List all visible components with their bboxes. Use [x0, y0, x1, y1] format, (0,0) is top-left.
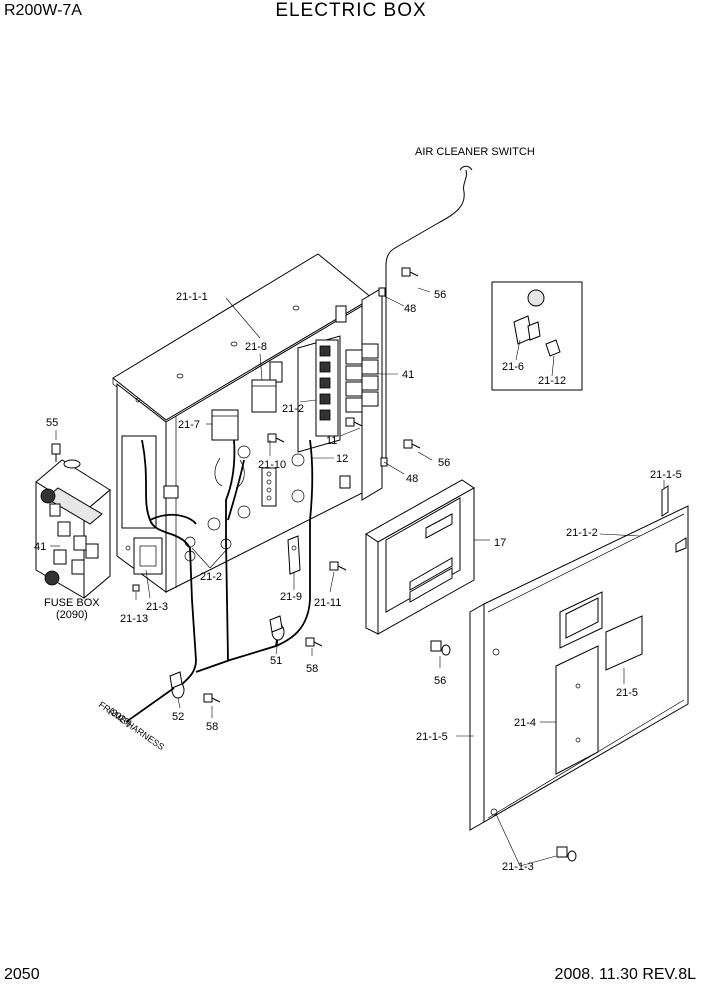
clamp-51	[269, 615, 285, 641]
callout-56-mid: 56	[438, 457, 450, 469]
callout-48-top: 48	[404, 303, 416, 315]
fuse-box	[35, 459, 111, 600]
page-title: ELECTRIC BOX	[275, 0, 427, 21]
relays	[345, 343, 379, 413]
callout-21-12: 21-12	[538, 375, 566, 387]
callout-12: 12	[336, 453, 348, 465]
model-code: R200W-7A	[4, 2, 82, 19]
module-21-8	[251, 379, 277, 413]
air-cleaner-switch-label: AIR CLEANER SWITCH	[415, 146, 535, 158]
callout-58-bottom: 58	[206, 721, 218, 733]
harness-wires	[141, 439, 314, 687]
callout-21-3: 21-3	[146, 601, 168, 613]
page-number: 2050	[4, 966, 40, 983]
callout-56-top: 56	[434, 289, 446, 301]
callout-58-mid: 58	[306, 663, 318, 675]
callout-52: 52	[172, 711, 184, 723]
callout-21-1-3: 21-1-3	[502, 861, 534, 873]
callout-21-6: 21-6	[502, 361, 524, 373]
leader-lines	[50, 287, 665, 867]
fuse-box-ref: (2090)	[56, 609, 88, 621]
callout-21-1-5-top: 21-1-5	[650, 469, 682, 481]
bracket-21-9	[287, 535, 301, 575]
callout-41-fuse: 41	[34, 541, 46, 553]
air-cleaner-switch-wire	[385, 165, 473, 460]
callout-21-10: 21-10	[258, 459, 286, 471]
controller-17	[365, 479, 475, 635]
revision-date: 2008. 11.30 REV.8L	[554, 966, 696, 983]
fuse-box-label: FUSE BOX	[44, 597, 100, 609]
callout-21-1-2: 21-1-2	[566, 527, 598, 539]
callout-11: 11	[326, 435, 337, 447]
callout-55: 55	[46, 417, 58, 429]
frame-harness-label: FRAME HARNESS	[97, 699, 166, 752]
callout-51: 51	[270, 655, 282, 667]
callout-48-mid: 48	[406, 473, 418, 485]
frame-harness-wire	[125, 687, 175, 723]
callout-21-7: 21-7	[178, 419, 200, 431]
electric-box-body	[112, 253, 383, 593]
callout-17: 17	[494, 537, 506, 549]
callout-56-bottom: 56	[434, 675, 446, 687]
callout-21-9: 21-9	[280, 591, 302, 603]
callout-21-2-top: 21-2	[282, 403, 304, 415]
clamp-52	[169, 671, 185, 699]
callout-21-2-bottom: 21-2	[200, 571, 222, 583]
cover-panel	[469, 485, 689, 831]
terminal-strip	[261, 467, 277, 507]
callout-21-4: 21-4	[514, 717, 536, 729]
callout-21-11: 21-11	[314, 597, 341, 609]
relay-block	[297, 335, 341, 453]
callout-41-relays: 41	[402, 369, 414, 381]
callout-21-8: 21-8	[245, 341, 267, 353]
callout-21-13: 21-13	[120, 613, 148, 625]
callout-21-1-1: 21-1-1	[176, 291, 208, 303]
module-21-7	[211, 409, 239, 441]
callout-21-5: 21-5	[616, 687, 638, 699]
detail-box	[491, 281, 583, 391]
callout-21-1-5-side: 21-1-5	[416, 731, 448, 743]
